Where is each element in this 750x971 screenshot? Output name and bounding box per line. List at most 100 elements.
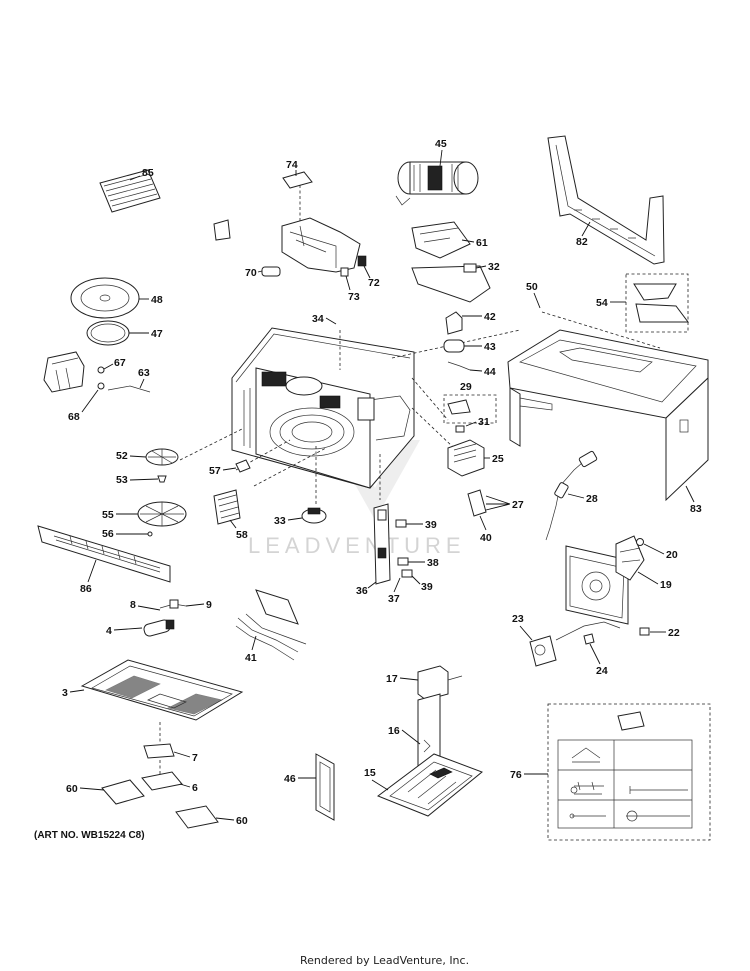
- callout-3: 3: [62, 687, 68, 699]
- part-63-wire: [107, 385, 151, 393]
- part-29-box: [443, 394, 497, 424]
- part-60-filter-a: [101, 779, 145, 805]
- part-46-frame: [315, 753, 335, 821]
- callout-61: 61: [476, 237, 488, 249]
- part-68-bracket: [43, 351, 85, 393]
- part-45-blower-motor: [395, 161, 479, 206]
- callout-24: 24: [596, 665, 608, 677]
- part-17-control-module: [417, 665, 463, 701]
- part-83-outer-case: [507, 329, 709, 502]
- callout-labels: 85 74 45 82 48 47 70 72 73 61 32 50 54 6…: [62, 138, 702, 827]
- callout-73: 73: [348, 291, 360, 303]
- callout-7: 7: [192, 752, 198, 764]
- part-15-base-tray: [376, 753, 483, 817]
- part-82-mounting-plate: [547, 135, 665, 265]
- callout-53: 53: [116, 474, 128, 486]
- callout-32: 32: [488, 261, 500, 273]
- callout-40: 40: [480, 532, 492, 544]
- watermark-text: LEADVENTURE: [248, 533, 466, 558]
- part-39-switch: [395, 519, 407, 528]
- callout-33: 33: [274, 515, 286, 527]
- callout-17: 17: [386, 673, 398, 685]
- callout-15: 15: [364, 767, 376, 779]
- callout-67: 67: [114, 357, 126, 369]
- callout-34: 34: [312, 313, 324, 325]
- callout-86: 86: [80, 583, 92, 595]
- callout-27: 27: [512, 499, 524, 511]
- part-41-wire-harness: [235, 589, 307, 661]
- callout-74: 74: [286, 159, 298, 171]
- part-42-clip: [445, 311, 463, 335]
- part-33-turntable-motor: [301, 507, 327, 524]
- callout-4: 4: [106, 625, 112, 637]
- part-47-roller-ring: [86, 320, 130, 346]
- callout-38: 38: [427, 557, 439, 569]
- callout-28: 28: [586, 493, 598, 505]
- part-48-turntable-tray: [70, 277, 140, 319]
- callout-37: 37: [388, 593, 400, 605]
- callout-85: 85: [142, 167, 154, 179]
- callout-44: 44: [484, 366, 496, 378]
- callout-54: 54: [596, 297, 608, 309]
- footer-credit: Rendered by LeadVenture, Inc.: [300, 954, 469, 967]
- part-23-damper-motor: [529, 621, 621, 667]
- callout-60b: 60: [236, 815, 248, 827]
- part-4-light-bulb: [143, 619, 175, 637]
- callout-70: 70: [245, 267, 257, 279]
- part-43-capacitor: [443, 339, 465, 353]
- callout-45: 45: [435, 138, 447, 150]
- part-52-stirrer: [145, 448, 179, 466]
- part-85-grease-filter: [99, 169, 161, 213]
- part-44-wire: [447, 361, 471, 371]
- callout-39: 39: [425, 519, 437, 531]
- part-61-duct: [411, 221, 471, 259]
- part-55-fan-blade: [137, 501, 187, 527]
- callout-29: 29: [460, 381, 472, 393]
- callout-55: 55: [102, 509, 114, 521]
- part-40-switch: [467, 489, 487, 517]
- callout-52: 52: [116, 450, 128, 462]
- art-number: (ART NO. WB15224 C8): [34, 830, 145, 841]
- oven-cavity-assembly: [231, 327, 415, 489]
- callout-82: 82: [576, 236, 588, 248]
- callout-6: 6: [192, 782, 198, 794]
- callout-48: 48: [151, 294, 163, 306]
- callout-63: 63: [138, 367, 150, 379]
- callout-36: 36: [356, 585, 368, 597]
- part-76-hardware-kit: [547, 703, 711, 841]
- callout-8: 8: [130, 599, 136, 611]
- part-6-lamp-cover: [141, 771, 183, 791]
- callout-60a: 60: [66, 783, 78, 795]
- part-25-transformer: [447, 439, 485, 477]
- callout-50: 50: [526, 281, 538, 293]
- callout-76: 76: [510, 769, 522, 781]
- part-60-filter-b: [175, 805, 219, 829]
- part-36-latch-board: [373, 503, 391, 585]
- part-74-card: [282, 171, 313, 189]
- callout-43: 43: [484, 341, 496, 353]
- part-86-vent-grille: [37, 525, 171, 583]
- callout-56: 56: [102, 528, 114, 540]
- callout-9: 9: [206, 599, 212, 611]
- callout-72: 72: [368, 277, 380, 289]
- callout-19: 19: [660, 579, 672, 591]
- callout-41: 41: [245, 652, 257, 664]
- callout-16: 16: [388, 725, 400, 737]
- callout-46: 46: [284, 773, 296, 785]
- part-7-label: [143, 743, 175, 759]
- callout-22: 22: [668, 627, 680, 639]
- callout-57: 57: [209, 465, 221, 477]
- callout-31: 31: [478, 416, 490, 428]
- part-19-fan-housing: [565, 535, 645, 625]
- part-3-bottom-plate: [80, 659, 244, 721]
- part-32-vent-damper: [411, 263, 491, 303]
- callout-20: 20: [666, 549, 678, 561]
- part-58-grille: [213, 489, 241, 525]
- callout-25: 25: [492, 453, 504, 465]
- callout-47: 47: [151, 328, 163, 340]
- callout-23: 23: [512, 613, 524, 625]
- callout-39b: 39: [421, 581, 433, 593]
- part-57-coupler: [235, 459, 251, 473]
- part-28-power-cord: [545, 450, 598, 541]
